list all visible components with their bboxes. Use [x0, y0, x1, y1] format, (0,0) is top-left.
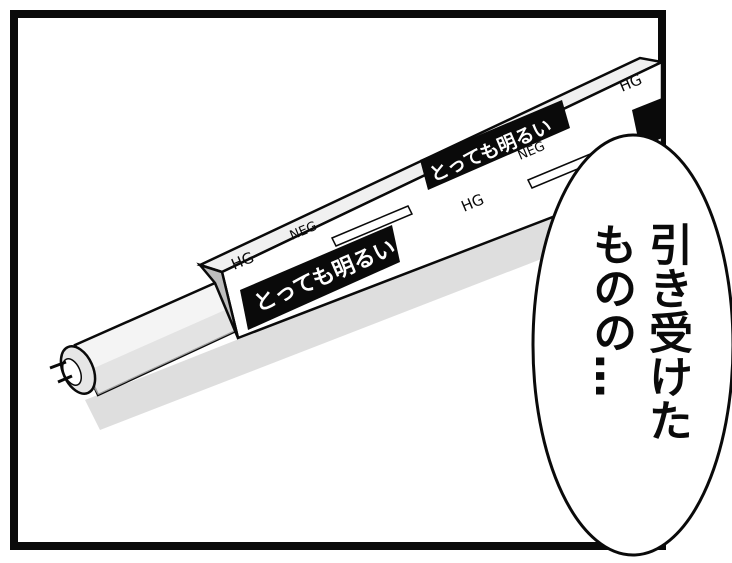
brand-label-box	[240, 225, 400, 330]
speech-text-line2: ものの…	[585, 222, 636, 398]
brand-label-box	[420, 100, 570, 190]
tube-pin	[49, 360, 67, 370]
speech-text-line1: 引き受けた	[641, 222, 692, 442]
speech-bubble	[531, 133, 732, 557]
tube-pin	[57, 374, 73, 384]
box-window	[330, 205, 414, 247]
tube-box: とっても明るい とっても明るい HG HG HG NEG NEG	[196, 56, 667, 340]
fluorescent-tube	[49, 281, 240, 397]
tube-shadow	[85, 180, 655, 430]
